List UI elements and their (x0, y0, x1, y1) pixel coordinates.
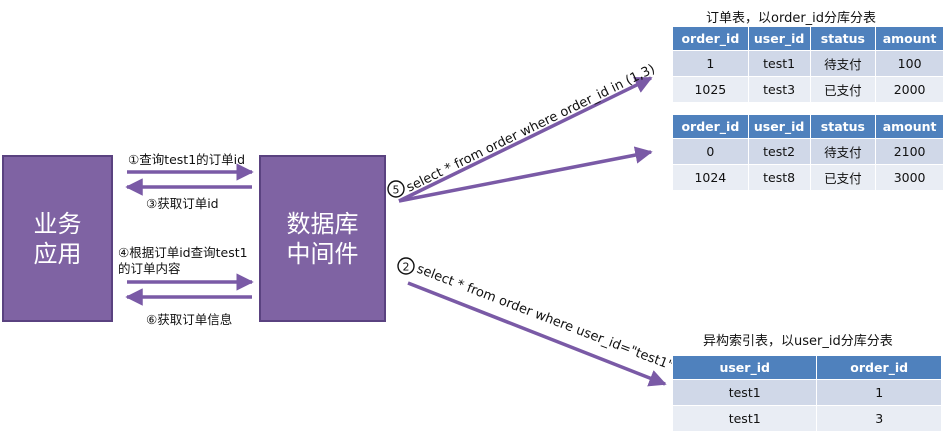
cell-status: 待支付 (809, 50, 877, 77)
step6-label: ⑥获取订单信息 (146, 312, 233, 327)
cell-amount: 2100 (875, 138, 944, 165)
cell-amount: 2000 (875, 76, 944, 103)
step5-marker-circle (387, 180, 405, 198)
cell-order-id: 0 (672, 138, 749, 165)
table-row: 1024 test8 已支付 3000 (672, 164, 944, 191)
business-app-label-2: 应用 (33, 239, 82, 268)
query2-text: select * from order where user_id="test1… (415, 262, 676, 374)
step1-label: ①查询test1的订单id (128, 152, 246, 167)
table-row: 0 test2 待支付 2100 (672, 138, 944, 165)
table-row: 1 test1 待支付 100 (672, 50, 944, 77)
cell-order-id: 1 (672, 50, 749, 77)
col-header-order-id: order_id (672, 26, 749, 51)
business-app-label-1: 业务 (33, 209, 82, 238)
cell-amount: 3000 (875, 164, 944, 191)
order-shard-2-header: order_id user_id status amount (672, 114, 944, 139)
col-header-user-id: user_id (747, 26, 811, 51)
step2-marker: 2 (403, 261, 410, 274)
order-shard-1-header: order_id user_id status amount (672, 26, 944, 51)
index-table-header: user_id order_id (671, 355, 942, 380)
arrow-to-shard2 (398, 146, 653, 203)
order-shard-2-table: order_id user_id status amount 0 test2 待… (672, 114, 944, 191)
order-shard-1-table: order_id user_id status amount 1 test1 待… (672, 26, 944, 103)
table-row: test1 3 (671, 405, 942, 432)
cell-order-id: 1025 (672, 76, 749, 103)
col-header-order-id: order_id (816, 355, 942, 380)
business-app-box: 业务 应用 (2, 155, 113, 322)
cell-order-id: 1024 (672, 164, 749, 191)
table-row: 1025 test3 已支付 2000 (672, 76, 944, 103)
col-header-status: status (809, 26, 877, 51)
col-header-user-id: user_id (747, 114, 811, 139)
col-header-status: status (809, 114, 877, 139)
table-row: test1 1 (671, 379, 942, 406)
cell-status: 待支付 (809, 138, 877, 165)
cell-user-id: test1 (671, 379, 818, 406)
step5-marker: 5 (393, 184, 400, 197)
cell-user-id: test2 (747, 138, 811, 165)
cell-user-id: test1 (671, 405, 818, 432)
cell-amount: 100 (875, 50, 944, 77)
cell-user-id: test8 (747, 164, 811, 191)
arrow-to-shard1 (398, 76, 653, 203)
cell-status: 已支付 (809, 164, 877, 191)
index-table: user_id order_id test1 1 test1 3 (671, 355, 942, 432)
step4-label-2: 的订单内容 (118, 261, 181, 276)
cell-user-id: test3 (747, 76, 811, 103)
col-header-user-id: user_id (671, 355, 818, 380)
cell-order-id: 3 (816, 405, 942, 432)
db-middleware-box: 数据库 中间件 (259, 155, 386, 322)
step2-marker-circle (397, 257, 415, 275)
step4-label-1: ④根据订单id查询test1 (118, 245, 248, 260)
db-middleware-label-2: 中间件 (286, 239, 359, 268)
index-table-caption: 异构索引表，以user_id分库分表 (703, 334, 893, 349)
cell-order-id: 1 (816, 379, 942, 406)
db-middleware-label-1: 数据库 (286, 209, 359, 238)
col-header-order-id: order_id (672, 114, 749, 139)
step3-label: ③获取订单id (146, 196, 219, 211)
order-table-caption: 订单表，以order_id分库分表 (706, 11, 877, 26)
cell-user-id: test1 (747, 50, 811, 77)
col-header-amount: amount (875, 26, 944, 51)
col-header-amount: amount (875, 114, 944, 139)
cell-status: 已支付 (809, 76, 877, 103)
arrow-to-index (407, 281, 667, 387)
